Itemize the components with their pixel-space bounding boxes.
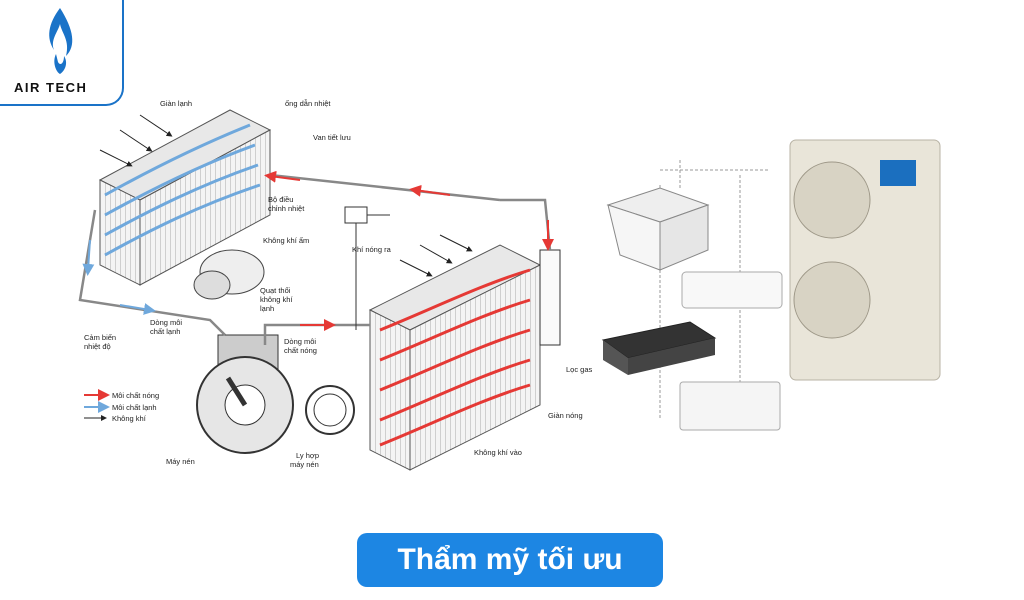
- label-pipe: ống dẫn nhiệt: [285, 99, 331, 108]
- label-sensor-1: Cảm biến: [84, 333, 116, 342]
- caption-banner: Thẩm mỹ tối ưu: [357, 533, 663, 587]
- label-warm-air: Không khí ấm: [263, 236, 309, 245]
- vrv-system: [601, 139, 941, 431]
- label-clutch-2: máy nén: [290, 460, 319, 469]
- label-fan-2: không khí: [260, 295, 293, 304]
- floor-standing-unit: [679, 381, 781, 431]
- label-sensor-2: nhiệt độ: [84, 342, 111, 351]
- wall-mounted-unit: [681, 271, 783, 309]
- label-hot-air-out: Khí nóng ra: [352, 245, 392, 254]
- blower-fan: [193, 249, 265, 300]
- label-fan-1: Quạt thổi: [260, 286, 291, 295]
- label-cold-flow-2: chất lạnh: [150, 327, 180, 336]
- legend: Môi chất nóng Môi chất lạnh Không khí: [84, 389, 159, 423]
- label-hot-flow-2: chất nóng: [284, 346, 317, 355]
- label-evaporator: Giàn lạnh: [160, 99, 192, 108]
- label-fan-3: lạnh: [260, 304, 274, 313]
- label-air-in: Không khí vào: [474, 448, 522, 457]
- brand-name: AIR TECH: [14, 80, 88, 95]
- legend-cold: Môi chất lạnh: [112, 403, 157, 412]
- label-thermostat-2: chỉnh nhiệt: [268, 204, 305, 213]
- label-filter: Lọc gas: [566, 365, 593, 374]
- label-condenser: Giàn nóng: [548, 411, 583, 420]
- label-hot-flow-1: Dòng môi: [284, 337, 316, 346]
- label-clutch-1: Ly hợp: [296, 451, 319, 460]
- legend-air: Không khí: [112, 414, 147, 423]
- flame-drop-icon: [49, 8, 73, 74]
- label-compressor: Máy nén: [166, 457, 195, 466]
- filter-drier: [539, 249, 561, 346]
- outdoor-fan-bottom: [793, 261, 871, 339]
- brand-logo: AIR TECH: [0, 0, 124, 106]
- compressor: [196, 334, 294, 454]
- compressor-clutch: [305, 385, 355, 435]
- evaporator-coil: [98, 109, 272, 286]
- legend-hot: Môi chất nóng: [112, 391, 159, 400]
- flow-arrows: [82, 114, 554, 331]
- condenser-coil: [368, 244, 542, 471]
- outdoor-fan-top: [793, 161, 871, 239]
- label-thermostat-1: Bộ điều: [268, 195, 293, 204]
- label-valve: Van tiết lưu: [313, 133, 351, 142]
- outdoor-unit-logo: [880, 160, 916, 186]
- thermostat: [344, 206, 368, 224]
- label-cold-flow-1: Dòng môi: [150, 318, 182, 327]
